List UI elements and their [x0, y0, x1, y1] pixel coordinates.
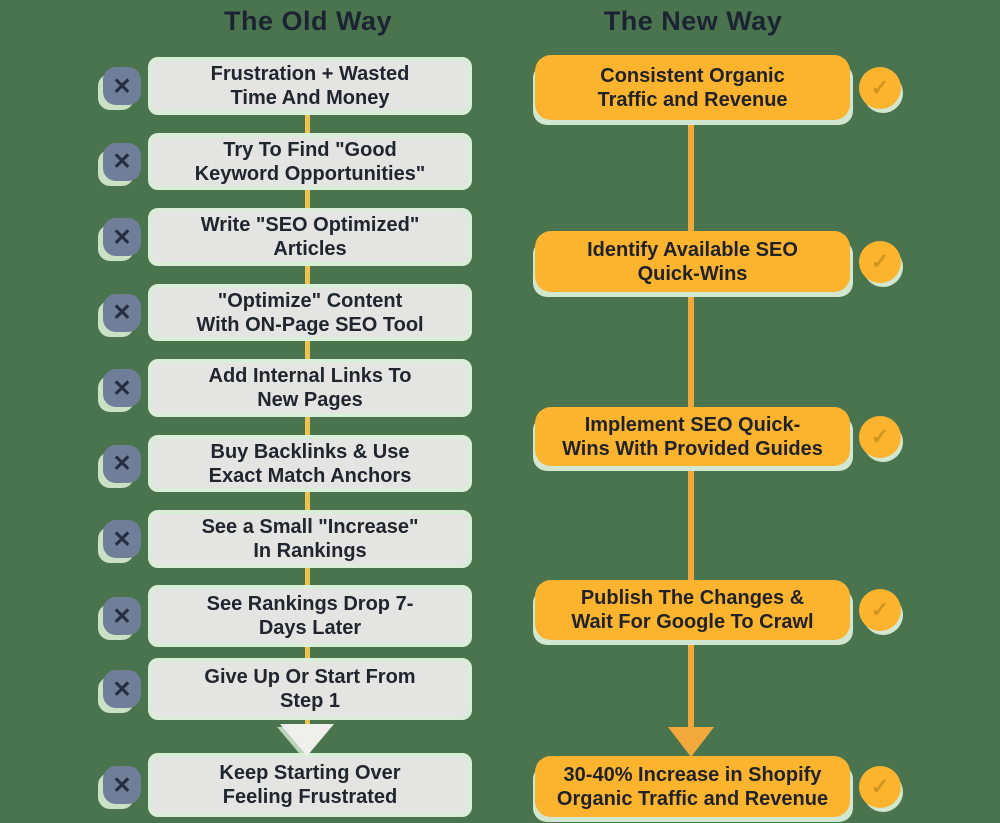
new-way-row: 30-40% Increase in Shopify Organic Traff…: [535, 756, 901, 817]
old-way-row: ✕ See Rankings Drop 7- Days Later: [103, 585, 472, 647]
old-way-step: Frustration + Wasted Time And Money: [148, 57, 472, 115]
new-way-row: Identify Available SEO Quick-Wins ✓: [535, 231, 901, 292]
old-way-row: ✕ Give Up Or Start From Step 1: [103, 658, 472, 720]
x-glyph: ✕: [112, 374, 132, 401]
old-way-step: See Rankings Drop 7- Days Later: [148, 585, 472, 647]
old-way-title: The Old Way: [223, 6, 392, 36]
check-glyph: ✓: [870, 773, 890, 799]
new-way-row: Consistent Organic Traffic and Revenue ✓: [535, 55, 901, 120]
x-glyph: ✕: [112, 525, 132, 552]
new-way-step: Consistent Organic Traffic and Revenue: [535, 55, 850, 120]
new-way-step: 30-40% Increase in Shopify Organic Traff…: [535, 756, 850, 817]
check-icon: ✓: [859, 765, 901, 808]
x-glyph: ✕: [112, 675, 132, 702]
new-way-title: The New Way: [603, 6, 783, 36]
old-way-row: ✕ Add Internal Links To New Pages: [103, 359, 472, 417]
x-glyph: ✕: [112, 148, 132, 174]
old-way-row: ✕ "Optimize" Content With ON-Page SEO To…: [103, 284, 472, 341]
old-way-step: "Optimize" Content With ON-Page SEO Tool: [148, 284, 472, 341]
x-icon: ✕: [103, 369, 141, 407]
check-glyph: ✓: [870, 74, 890, 100]
old-way-row: ✕ Write "SEO Optimized" Articles: [103, 208, 472, 266]
check-icon: ✓: [859, 240, 901, 283]
old-way-row: ✕ Buy Backlinks & Use Exact Match Anchor…: [103, 435, 472, 492]
new-way-row: Publish The Changes & Wait For Google To…: [535, 580, 901, 640]
new-way-step: Identify Available SEO Quick-Wins: [535, 231, 850, 292]
old-way-step: Keep Starting Over Feeling Frustrated: [148, 753, 472, 817]
check-glyph: ✓: [870, 248, 890, 274]
x-icon: ✕: [103, 444, 141, 483]
old-way-row: ✕ See a Small "Increase" In Rankings: [103, 510, 472, 568]
x-icon: ✕: [103, 520, 141, 558]
check-glyph: ✓: [870, 597, 890, 622]
check-glyph: ✓: [870, 423, 890, 449]
old-way-step: Give Up Or Start From Step 1: [148, 658, 472, 720]
check-icon: ✓: [859, 415, 901, 458]
x-icon: ✕: [103, 67, 141, 105]
check-icon: ✓: [859, 66, 901, 109]
x-glyph: ✕: [112, 299, 132, 325]
new-way-step: Implement SEO Quick- Wins With Provided …: [535, 407, 850, 466]
new-way-step: Publish The Changes & Wait For Google To…: [535, 580, 850, 640]
check-icon: ✓: [859, 589, 901, 631]
old-way-row: ✕ Frustration + Wasted Time And Money: [103, 57, 472, 115]
old-way-step: Add Internal Links To New Pages: [148, 359, 472, 417]
x-icon: ✕: [103, 766, 141, 804]
old-way-row: ✕ Keep Starting Over Feeling Frustrated: [103, 753, 472, 817]
old-way-step: Write "SEO Optimized" Articles: [148, 208, 472, 266]
old-way-row: ✕ Try To Find "Good Keyword Opportunitie…: [103, 133, 472, 190]
down-arrow-new-icon: [668, 727, 714, 757]
old-way-flow-line: [305, 112, 310, 726]
x-icon: ✕: [103, 597, 141, 635]
x-icon: ✕: [103, 670, 141, 708]
x-glyph: ✕: [112, 771, 132, 798]
x-icon: ✕: [103, 293, 141, 332]
old-way-step: See a Small "Increase" In Rankings: [148, 510, 472, 568]
x-glyph: ✕: [112, 602, 132, 629]
x-glyph: ✕: [112, 223, 132, 250]
x-glyph: ✕: [112, 72, 132, 99]
down-arrow-old-icon: [280, 724, 334, 756]
x-icon: ✕: [103, 218, 141, 256]
old-way-step: Try To Find "Good Keyword Opportunities": [148, 133, 472, 190]
x-glyph: ✕: [112, 450, 132, 476]
old-way-step: Buy Backlinks & Use Exact Match Anchors: [148, 435, 472, 492]
x-icon: ✕: [103, 142, 141, 181]
new-way-row: Implement SEO Quick- Wins With Provided …: [535, 407, 901, 466]
